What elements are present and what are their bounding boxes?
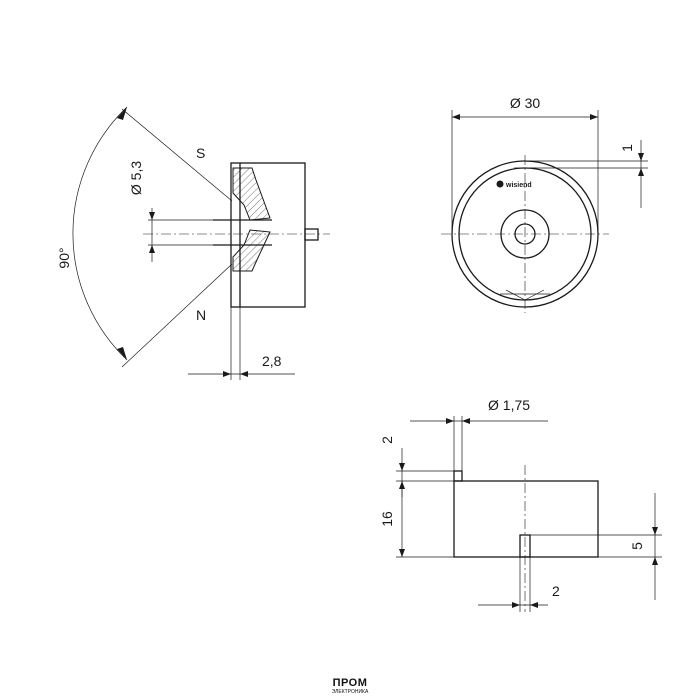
front-view: wisiend Ø 30 1 xyxy=(441,95,648,313)
bore-label: Ø 5,3 xyxy=(128,161,144,195)
angle-arc xyxy=(72,106,128,361)
cone-section-lower xyxy=(232,229,271,272)
one-arrow-top xyxy=(638,153,644,161)
five-arrow-top xyxy=(652,527,658,535)
one-arrow-bottom xyxy=(638,168,644,176)
two-top-arrow-a xyxy=(399,463,405,471)
brand-label: wisiend xyxy=(505,182,532,189)
side-view: 90° Ø 5,3 S N 2,8 xyxy=(56,106,330,380)
bottom-view: Ø 1,75 2 16 5 2 xyxy=(379,397,662,612)
pin-arrow-right xyxy=(462,418,470,424)
bore-arrow-top xyxy=(149,212,155,220)
one-label: 1 xyxy=(619,144,635,152)
two-bottom-label: 2 xyxy=(552,583,560,599)
bore-arrow-bottom xyxy=(149,245,155,253)
five-arrow-bottom xyxy=(652,557,658,565)
logo-line2: ЭЛЕКТРОНИКА xyxy=(331,689,369,695)
side-pin xyxy=(304,228,319,241)
angle-label: 90° xyxy=(56,247,72,268)
five-label: 5 xyxy=(629,542,645,550)
prom-elektronika-logo: ПРОМ ЭЛЕКТРОНИКА xyxy=(322,678,378,698)
brand-icon xyxy=(496,180,504,188)
sixteen-label: 16 xyxy=(379,511,395,527)
pin-arrow-left xyxy=(446,418,454,424)
offset-label: 2,8 xyxy=(262,353,282,369)
pole-n-label: N xyxy=(196,307,206,323)
offset-arrow-left xyxy=(223,371,231,377)
pole-s-label: S xyxy=(196,145,205,161)
diameter-label: Ø 30 xyxy=(510,95,541,111)
cone-section-upper xyxy=(232,167,271,221)
angle-arrow-top xyxy=(117,107,127,120)
angle-arrow-bottom xyxy=(117,347,127,360)
offset-arrow-right xyxy=(240,371,248,377)
two-top-label: 2 xyxy=(379,436,395,444)
front-bottom-notch xyxy=(505,289,545,301)
two-bottom-arrow-right xyxy=(530,602,538,608)
diameter-arrow-right xyxy=(590,114,598,120)
two-bottom-arrow-left xyxy=(512,602,520,608)
bottom-top-pin xyxy=(453,470,463,482)
diameter-arrow-left xyxy=(452,114,460,120)
bottom-body xyxy=(453,480,599,558)
angle-extension-upper xyxy=(121,108,233,202)
angle-extension-lower xyxy=(121,263,233,368)
sixteen-arrow-bottom xyxy=(399,549,405,557)
pin-diameter-label: Ø 1,75 xyxy=(488,397,530,413)
logo-line1: ПРОМ xyxy=(332,677,368,689)
